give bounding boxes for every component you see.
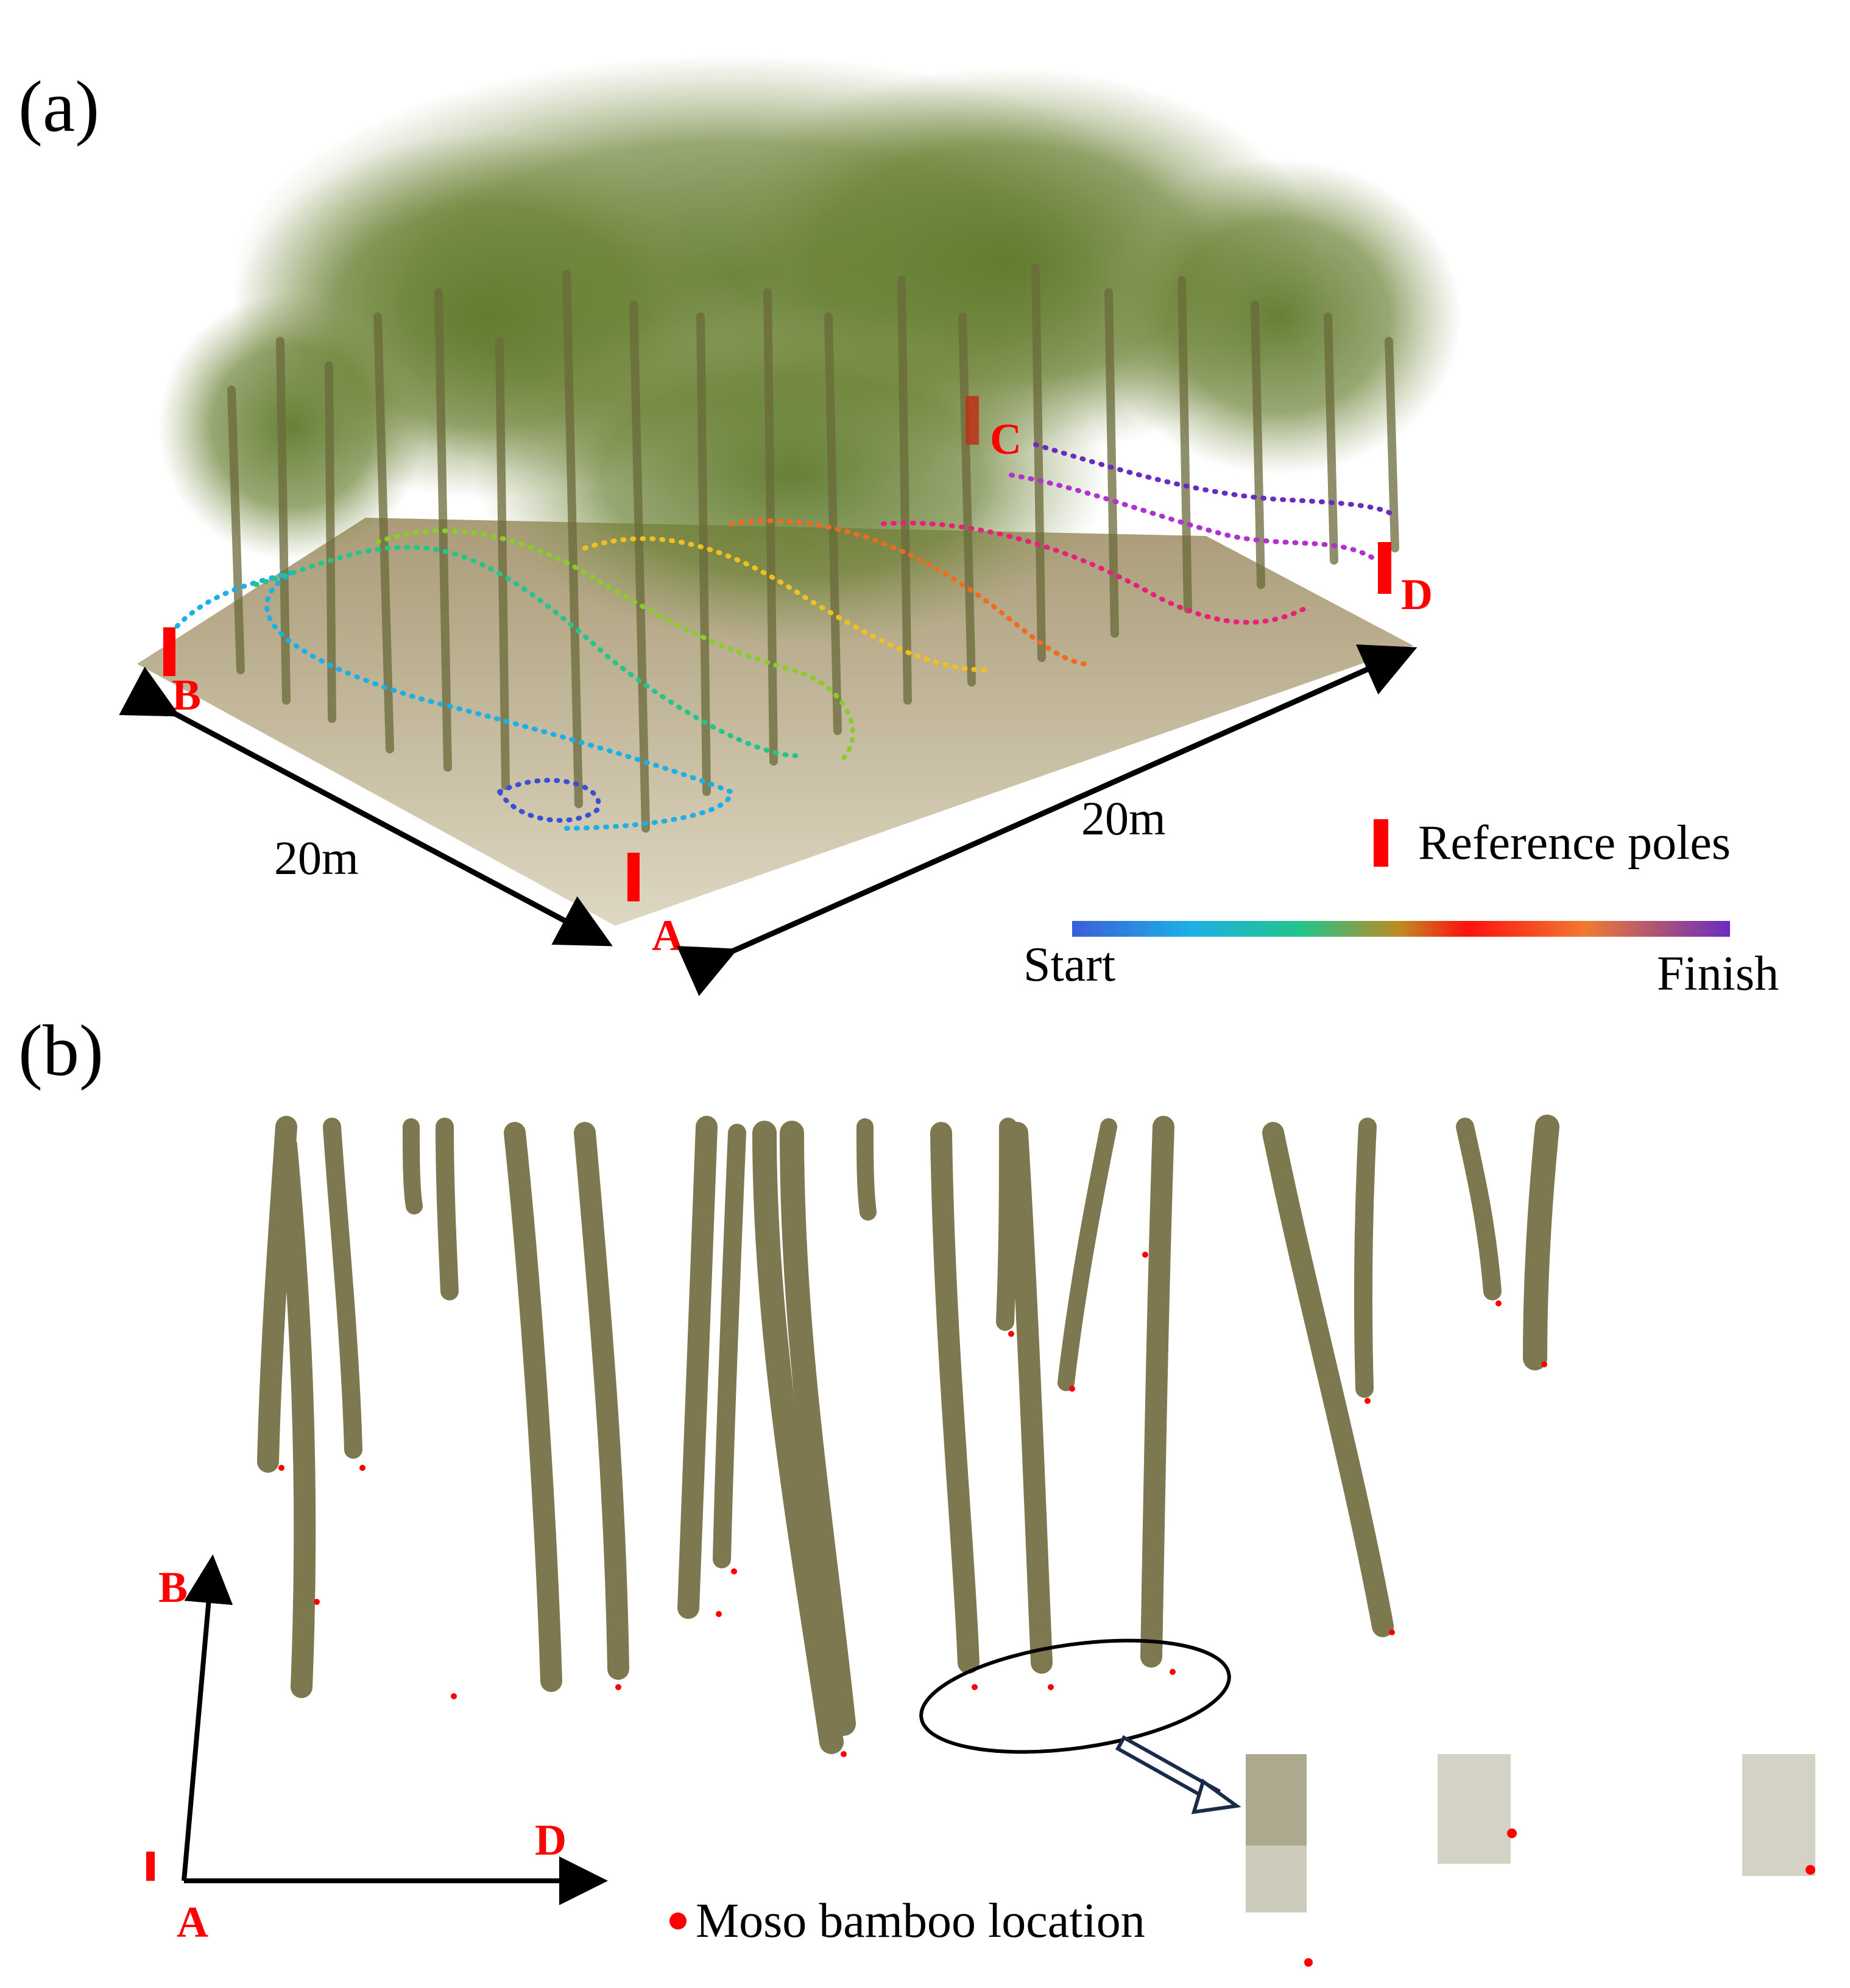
bamboo-stems-2d [257, 1115, 1559, 1754]
dimension-label-ad: 20m [1081, 792, 1166, 845]
axis-label-origin: A [177, 1898, 208, 1947]
location-dot [314, 1599, 320, 1605]
bamboo-stems-3d [227, 264, 1399, 833]
orientation-axes [182, 1554, 608, 1905]
legend-finish: Finish [1657, 947, 1779, 1001]
reference-poles [163, 396, 1391, 901]
zoom-inset-3 [1742, 1754, 1815, 1876]
forest-canopy [158, 55, 1462, 646]
axis-label-up: B [158, 1563, 188, 1612]
legend-start: Start [1023, 938, 1115, 992]
location-dot [1048, 1684, 1054, 1690]
zoom-inset-1 [1246, 1754, 1307, 1912]
legend-pole-icon [1374, 819, 1388, 867]
location-dot [1495, 1300, 1502, 1306]
pole-a [627, 853, 640, 901]
location-dot [451, 1693, 457, 1699]
location-dot [1069, 1386, 1075, 1392]
trajectory-color-bar [1072, 921, 1730, 937]
panel-b-label: (b) [18, 1010, 104, 1091]
legend-pole-text: Reference poles [1418, 816, 1731, 870]
pole-label-d: D [1401, 570, 1433, 619]
panel-a-label: (a) [18, 66, 99, 147]
location-dot [359, 1465, 365, 1471]
pole-b [163, 627, 175, 676]
zoom-highlight-ellipse [919, 1638, 1231, 1754]
dimension-label-ab: 20m [274, 831, 359, 884]
location-dot [1142, 1252, 1148, 1258]
location-dot [1304, 1958, 1313, 1967]
location-dot [1389, 1629, 1395, 1635]
legend-panel-a: Reference poles Start Finish [1023, 816, 1779, 1001]
location-dot [1170, 1669, 1176, 1675]
location-dot [615, 1684, 621, 1690]
location-dot [1806, 1865, 1815, 1875]
location-dot [1008, 1331, 1014, 1337]
pole-label-a: A [652, 911, 683, 960]
zoom-inset-2 [1438, 1754, 1511, 1864]
axis-label-right: D [535, 1816, 567, 1864]
location-dot [1507, 1828, 1517, 1838]
pole-d [1378, 542, 1391, 594]
pole-c [966, 396, 979, 445]
location-dot [278, 1465, 284, 1471]
legend-location-dot [669, 1912, 687, 1930]
dimension-arrows [119, 644, 1418, 996]
panel-b: (b) [18, 1010, 1815, 1967]
location-dot [716, 1611, 722, 1617]
location-dot [1541, 1361, 1547, 1367]
origin-pole-icon [146, 1852, 155, 1881]
location-dot [731, 1568, 737, 1574]
axis-up-arrow [182, 1554, 233, 1881]
location-dot [1365, 1398, 1371, 1404]
location-dot [972, 1684, 978, 1690]
location-dot [841, 1751, 847, 1757]
zoom-arrow [1115, 1735, 1241, 1814]
legend-location-text: Moso bamboo location [696, 1894, 1145, 1948]
panel-a: (a) [18, 55, 1779, 1001]
dimension-arrow-ad [676, 644, 1418, 996]
bamboo-location-dots [278, 1252, 1547, 1757]
dimension-arrow-ab [119, 666, 613, 946]
zoom-insets [1246, 1754, 1815, 1967]
pole-label-c: C [990, 415, 1022, 464]
